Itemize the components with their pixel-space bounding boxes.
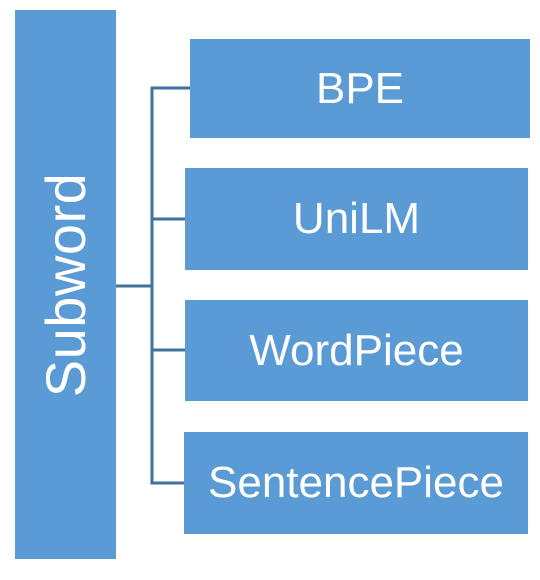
child-node-label-unilm: UniLM — [292, 194, 421, 243]
child-node-label-bpe: BPE — [315, 63, 405, 113]
child-node-label-wordpiece: WordPiece — [249, 325, 464, 375]
root-node-subword: Subword — [15, 10, 116, 559]
child-node-label-sentencepiece: SentencePiece — [208, 458, 504, 507]
child-node-bpe: BPE — [190, 39, 530, 138]
child-node-wordpiece: WordPiece — [185, 300, 528, 401]
root-node-label: Subword — [33, 172, 97, 397]
child-node-sentencepiece: SentencePiece — [184, 432, 528, 534]
child-node-unilm: UniLM — [185, 168, 528, 270]
